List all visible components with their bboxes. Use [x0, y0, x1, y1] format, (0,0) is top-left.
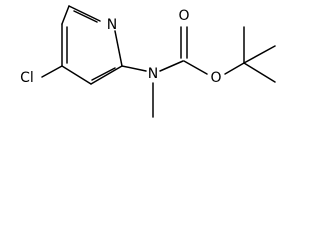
carbonyl-oxygen-label: O — [178, 8, 189, 24]
bond-c2-c3 — [90, 65, 123, 85]
bond-c2-n — [121, 65, 147, 72]
pyridine-ring — [61, 5, 123, 85]
atom-labels: N Cl N O O — [20, 8, 221, 86]
bond-ester-oxygen-tbutyl — [224, 62, 245, 75]
substituent-bonds — [41, 26, 276, 118]
bond-c2-c3-inner — [91, 67, 116, 81]
amine-nitrogen-label: N — [148, 66, 158, 82]
bond-carbonyl-ester-oxygen — [183, 60, 208, 75]
ester-oxygen-label: O — [210, 70, 221, 86]
bond-c4-cl — [41, 65, 63, 78]
bond-tbutyl-methyl-right — [243, 45, 276, 64]
bond-tbutyl-methyl-bottom — [243, 62, 276, 83]
bond-c6-n1 — [68, 5, 101, 22]
bond-c6-n1-inner — [73, 10, 98, 23]
bond-n1-c2 — [114, 30, 123, 67]
ring-nitrogen-label: N — [107, 17, 117, 33]
chlorine-label: Cl — [20, 70, 34, 86]
bond-c5-c6 — [61, 5, 70, 25]
bond-c3-c4 — [61, 65, 92, 85]
chemical-structure: N Cl N O O — [20, 5, 276, 118]
bond-n-carbonyl — [159, 60, 184, 72]
